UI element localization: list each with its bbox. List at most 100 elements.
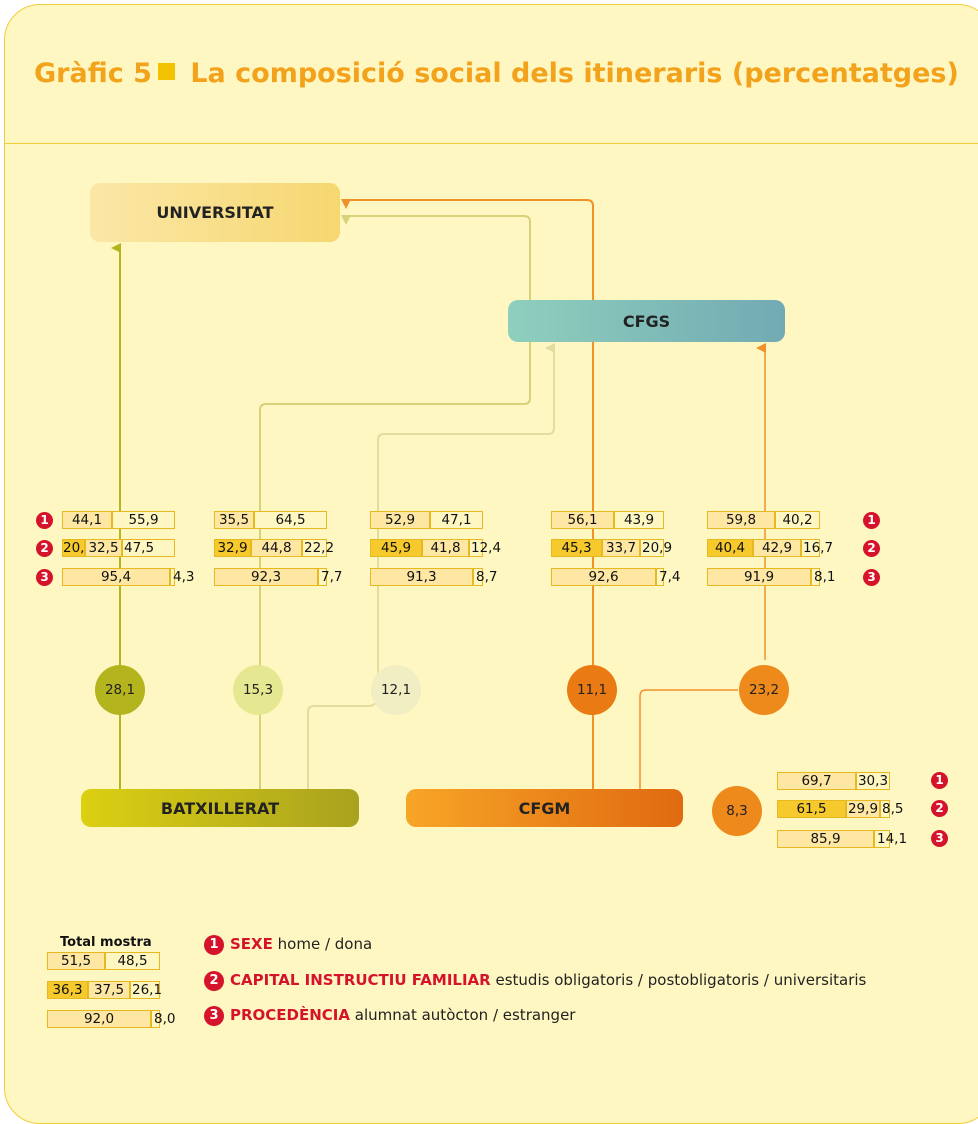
- marker-3-cfgm: 3: [931, 830, 948, 847]
- flow-value-batx-cfgs-2: 12,1: [371, 665, 421, 715]
- legend-1-desc: home / dona: [277, 935, 373, 953]
- bar-segment: 41,8: [422, 539, 469, 557]
- bar-segment: 32,5: [85, 539, 122, 557]
- bar-segment: 43,9: [614, 511, 664, 529]
- bar-segment: 92,3: [214, 568, 318, 586]
- bar-segment: 44,1: [62, 511, 112, 529]
- bar-segment: 44,8: [251, 539, 302, 557]
- bar-segment: [318, 568, 327, 586]
- bar-segment: 64,5: [254, 511, 327, 529]
- bar-segment: [469, 539, 483, 557]
- bar-segment: 56,1: [551, 511, 614, 529]
- bar-segment: 32,9: [214, 539, 251, 557]
- marker-1-cfgm: 1: [931, 772, 948, 789]
- bar-label: 14,1: [877, 831, 908, 847]
- legend-3-term: PROCEDÈNCIA: [230, 1006, 350, 1024]
- bar-label: 26,1: [132, 982, 163, 998]
- legend-3: PROCEDÈNCIA alumnat autòcton / estranger: [230, 1006, 575, 1024]
- bar-label: 20,9: [642, 540, 673, 556]
- bar-segment: 69,7: [777, 772, 856, 790]
- bar-segment: [170, 568, 175, 586]
- marker-2-cfgm: 2: [931, 800, 948, 817]
- title-prefix: Gràfic 5: [34, 58, 152, 89]
- bar-segment: 35,5: [214, 511, 254, 529]
- bar-segment: 47,1: [430, 511, 483, 529]
- bar-segment: [122, 539, 175, 557]
- marker-1-right: 1: [863, 512, 880, 529]
- bar-segment: 33,7: [602, 539, 640, 557]
- bar-segment: [640, 539, 664, 557]
- bar-segment: [880, 800, 890, 818]
- bar-segment: 92,6: [551, 568, 656, 586]
- legend-1: SEXE home / dona: [230, 935, 372, 953]
- bar-segment: [302, 539, 327, 557]
- bar-segment: 20,0: [62, 539, 94, 557]
- bar-label: 8,0: [154, 1011, 176, 1027]
- flow-line-cfgm-univ: [341, 199, 594, 789]
- bar-segment: 85,9: [777, 830, 874, 848]
- flow-line-cfgs-univ: [341, 215, 531, 300]
- node-cfgm: CFGM: [406, 789, 683, 827]
- bar-label: 22,2: [304, 540, 335, 556]
- bar-segment: 51,5: [47, 952, 105, 970]
- bar-segment: [473, 568, 483, 586]
- bar-segment: 45,9: [370, 539, 422, 557]
- legend-3-desc: alumnat autòcton / estranger: [354, 1006, 576, 1024]
- bar-segment: 55,9: [112, 511, 175, 529]
- flow-value-batx-univ: 28,1: [95, 665, 145, 715]
- bar-segment: 30,3: [856, 772, 890, 790]
- node-batxillerat: BATXILLERAT: [81, 789, 359, 827]
- bar-label: 8,1: [814, 569, 836, 585]
- bar-segment: 91,9: [707, 568, 811, 586]
- bar-segment: 36,3: [47, 981, 88, 999]
- bar-segment: 92,0: [47, 1010, 151, 1028]
- marker-3-left: 3: [36, 569, 53, 586]
- bar-segment: 61,5: [777, 800, 846, 818]
- bar-segment: 59,8: [707, 511, 775, 529]
- bar-label: 16,7: [803, 540, 834, 556]
- bar-segment: 91,3: [370, 568, 473, 586]
- bar-label: 4,3: [173, 569, 195, 585]
- legend-marker-2: 2: [204, 971, 224, 991]
- legend-2-term: CAPITAL INSTRUCTIU FAMILIAR: [230, 971, 491, 989]
- flow-value-batx-cfgs: 15,3: [233, 665, 283, 715]
- bar-segment: [874, 830, 890, 848]
- square-icon: [157, 63, 175, 80]
- legend-1-term: SEXE: [230, 935, 273, 953]
- legend-marker-3: 3: [204, 1006, 224, 1026]
- bar-segment: [801, 539, 820, 557]
- flow-value-cfgm-univ: 11,1: [567, 665, 617, 715]
- bar-label: 8,5: [882, 801, 904, 817]
- total-label: Total mostra: [60, 935, 152, 950]
- bar-label: 7,7: [321, 569, 343, 585]
- legend-marker-1: 1: [204, 935, 224, 955]
- legend-2-desc: estudis obligatoris / postobligatoris / …: [495, 971, 867, 989]
- bar-segment: 95,4: [62, 568, 170, 586]
- bar-segment: 45,3: [551, 539, 602, 557]
- bar-segment: 40,4: [707, 539, 753, 557]
- flow-value-cfgm-cfgs: 23,2: [739, 665, 789, 715]
- bar-segment: [656, 568, 664, 586]
- bar-label: 12,4: [471, 540, 502, 556]
- bar-label: 8,7: [476, 569, 498, 585]
- flow-line-batx-cfgs: [259, 342, 531, 789]
- legend-2: CAPITAL INSTRUCTIU FAMILIAR estudis obli…: [230, 971, 866, 989]
- bar-segment: 40,2: [775, 511, 820, 529]
- flow-value-cfgm-only: 8,3: [712, 786, 762, 836]
- node-cfgs: CFGS: [508, 300, 785, 342]
